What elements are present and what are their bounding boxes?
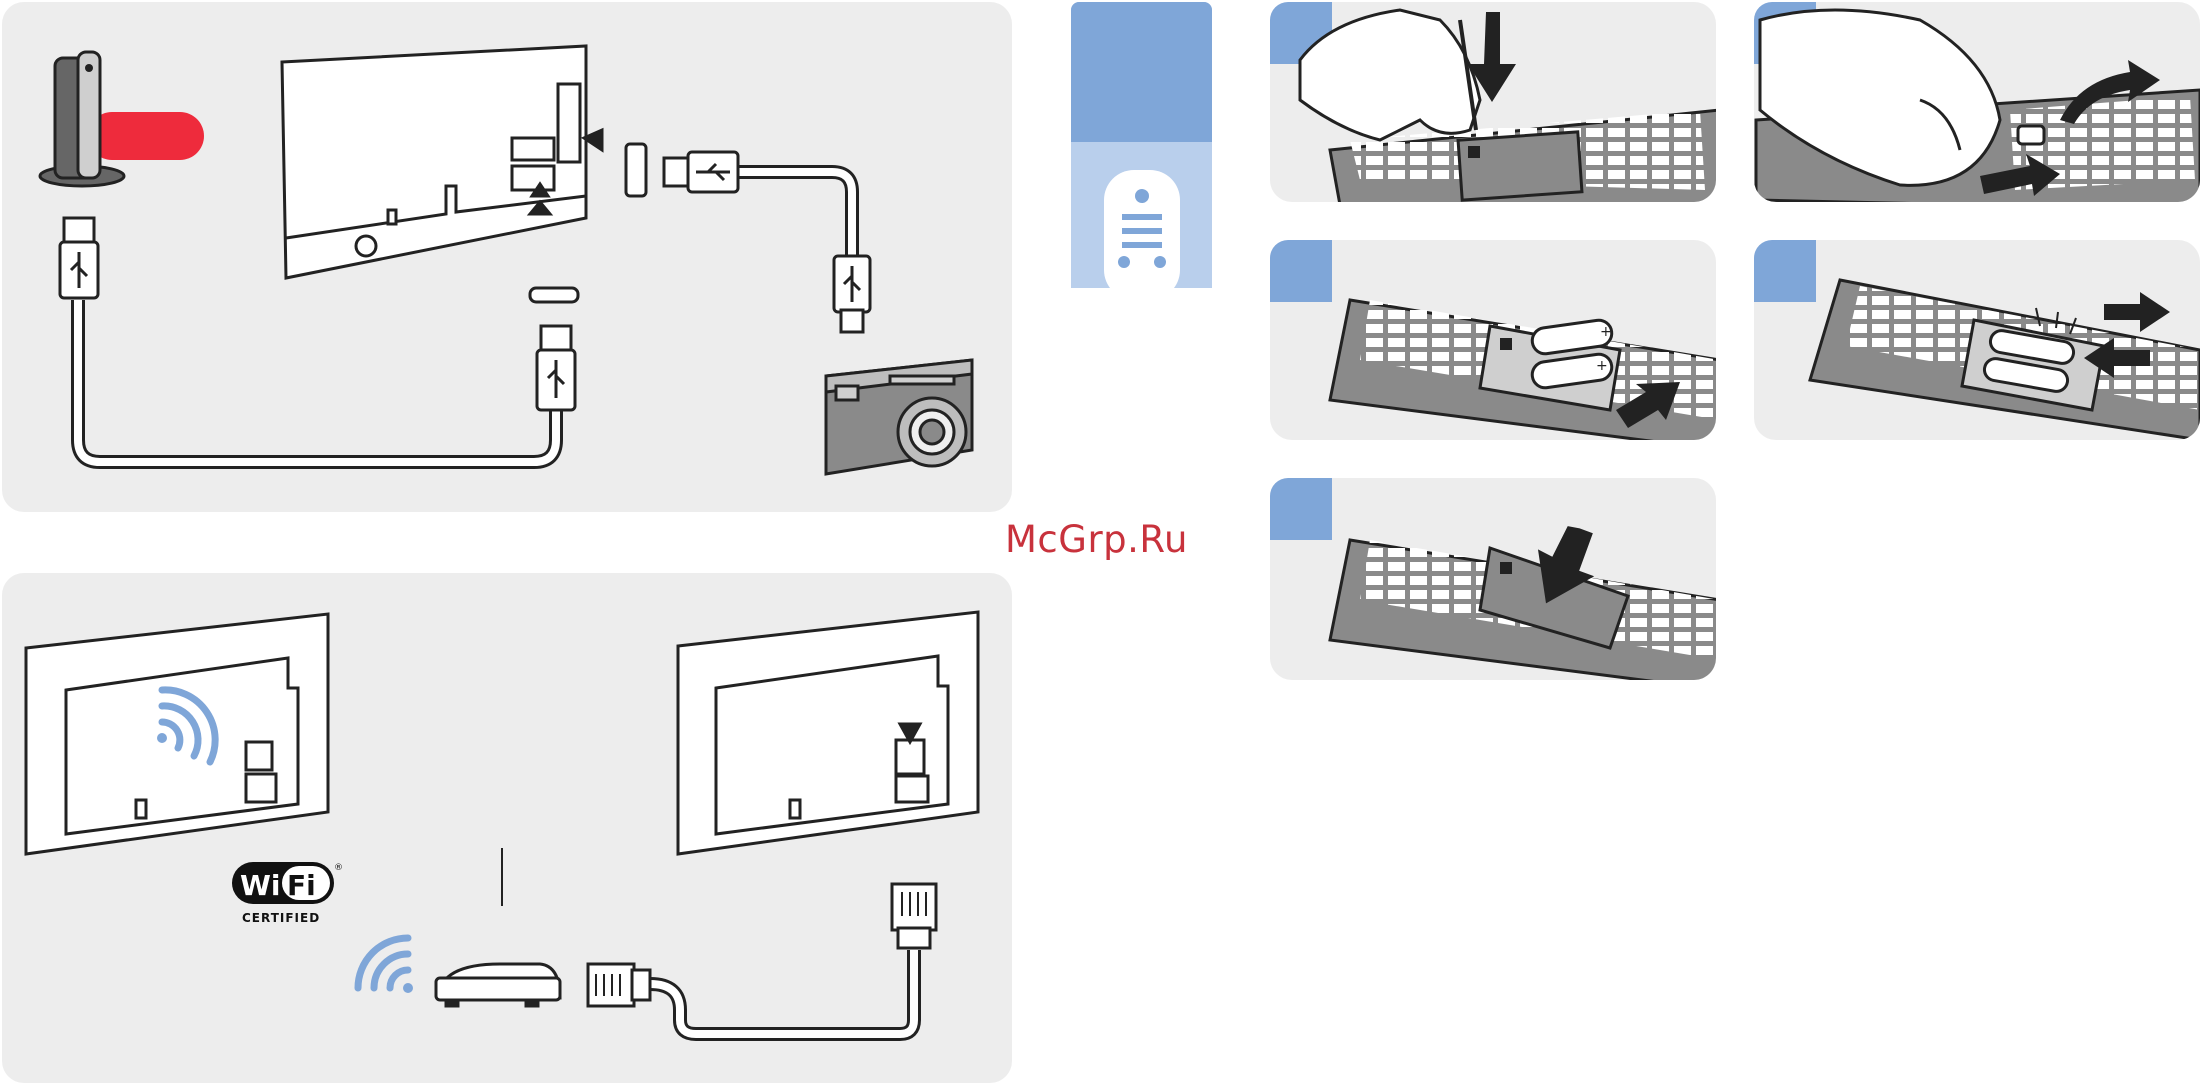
remote-close-cover-icon (1330, 517, 1720, 690)
camera-icon (826, 360, 972, 474)
wifi-certified-icon: Wi Fi ® CERTIFIED (232, 862, 343, 925)
remote-battery-polarity-icon (1810, 280, 2200, 440)
wifi-logo-wi: Wi (240, 869, 280, 902)
ethernet-cable-icon (650, 950, 914, 1034)
tv-lan-icon (678, 612, 978, 854)
camera-usb-plug-icon (664, 152, 738, 192)
tv-back-icon (282, 46, 602, 278)
usb-drive-icon (40, 52, 124, 186)
usb-cable-icon (78, 300, 556, 462)
usb-port-icon (530, 288, 578, 302)
watermark: McGrp.Ru (1005, 518, 1188, 561)
ethernet-plug-right-icon (892, 884, 936, 948)
usb-side-slot-icon (626, 144, 646, 196)
router-wifi-signal-icon (358, 938, 413, 993)
camera-cable-icon (736, 172, 852, 270)
svg-text:+: + (1600, 324, 1612, 340)
svg-text:+: + (1596, 358, 1608, 374)
router-icon (436, 964, 560, 1006)
remote-slide-cover-icon (1756, 10, 2200, 210)
remote-insert-batteries-icon: + + (1330, 300, 1720, 450)
wifi-logo-registered: ® (334, 863, 343, 873)
usb-plug-left-icon (60, 218, 98, 298)
ethernet-plug-left-icon (588, 964, 650, 1006)
wifi-logo-fi: Fi (287, 869, 316, 902)
remote-open-cover-icon (1300, 10, 1720, 210)
wifi-logo-certified: CERTIFIED (242, 911, 320, 925)
camera-mini-plug-icon (834, 256, 870, 332)
usb-plug-right-icon (537, 326, 575, 410)
remote-control-icon (1070, 170, 1215, 300)
